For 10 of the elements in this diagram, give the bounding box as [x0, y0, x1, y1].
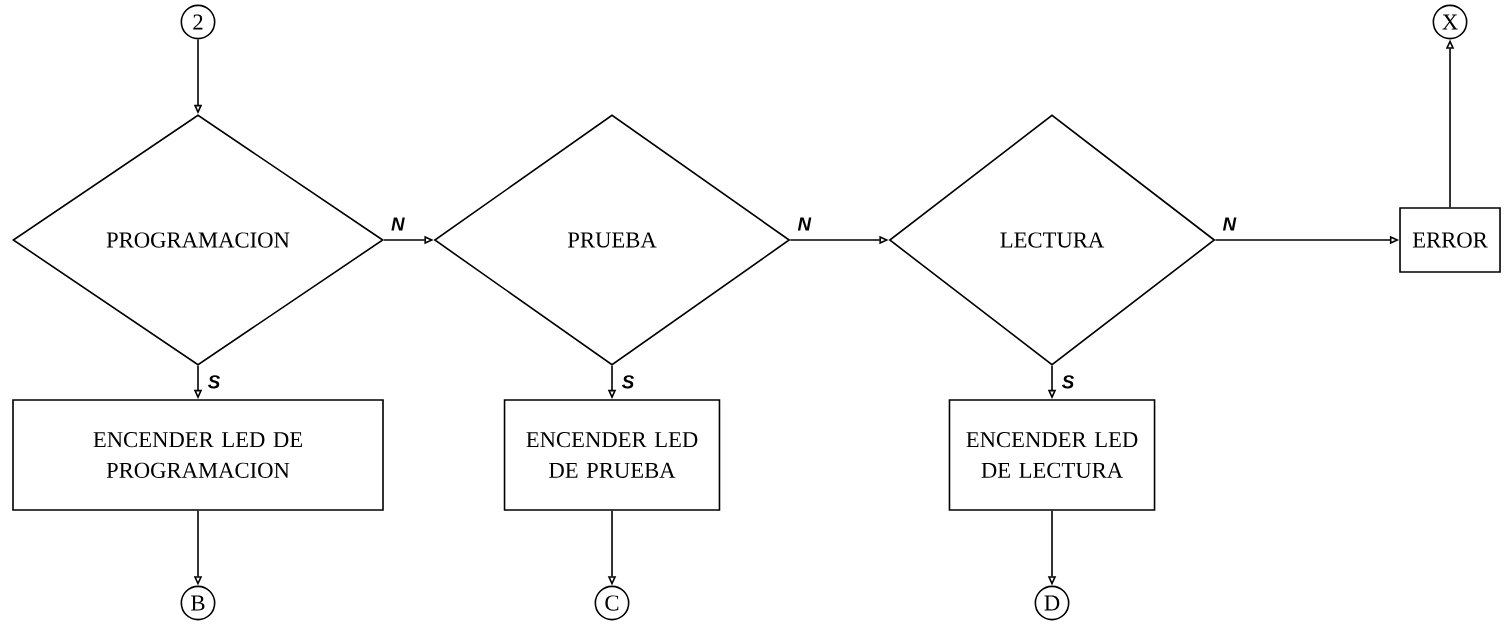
- edge-label: S: [208, 375, 221, 389]
- process-box: ENCENDER LED DE PROGRAMACION: [12, 399, 384, 511]
- process-box: ENCENDER LED DE LECTURA: [948, 399, 1156, 511]
- edge-label: N: [1222, 217, 1237, 231]
- edge-label: N: [391, 217, 405, 231]
- process-box: ENCENDER LED DE PRUEBA: [503, 399, 721, 511]
- edge-label: N: [797, 217, 812, 231]
- edge-label: S: [622, 375, 635, 389]
- process-box: ERROR: [1399, 207, 1501, 273]
- edge-label: S: [1062, 375, 1075, 389]
